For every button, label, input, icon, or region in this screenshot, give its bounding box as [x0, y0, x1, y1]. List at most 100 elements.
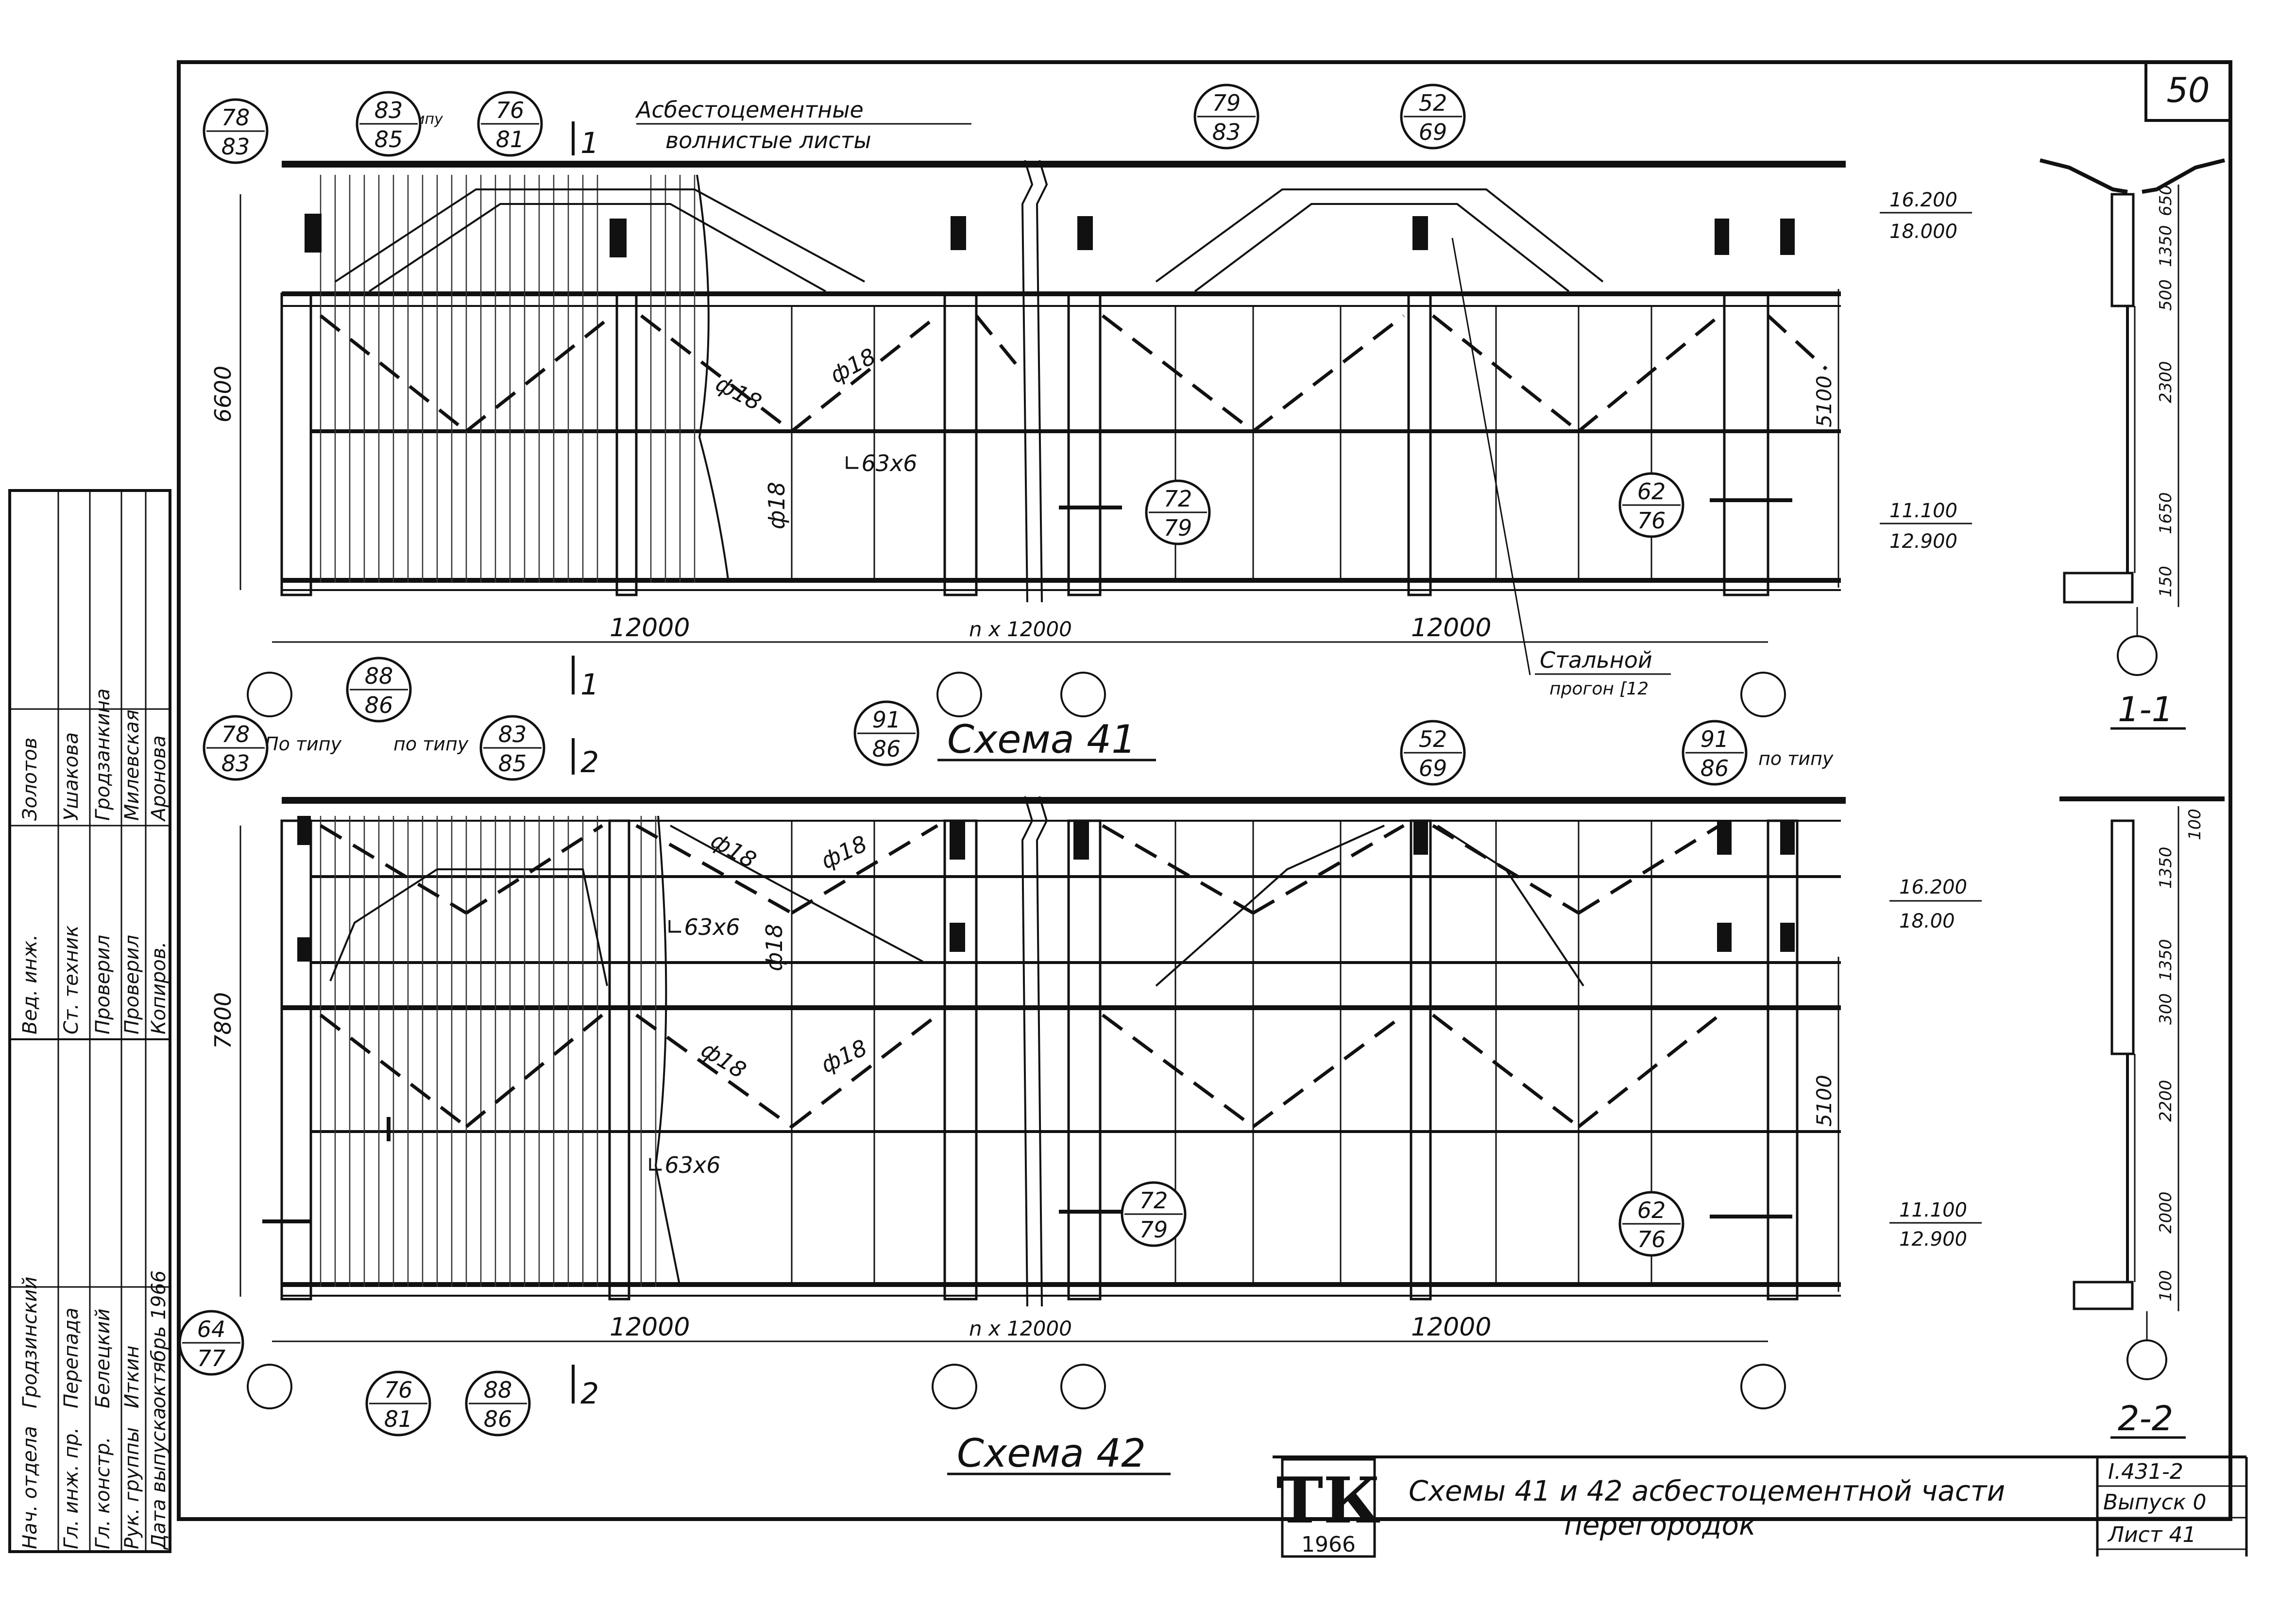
- stamp-name-9: Милевская: [121, 710, 143, 821]
- s41-callout-2-bottom: 85: [374, 126, 403, 152]
- sheet-no: Лист 41: [2107, 1522, 2196, 1547]
- section11-dim-3: 500: [2156, 279, 2176, 311]
- title-line-1: Схемы 41 и 42 асбестоцементной части: [1409, 1474, 2005, 1507]
- stamp-role-5: Дата выпуска: [148, 1407, 170, 1550]
- schema42-po-tipu-a: По типу: [265, 733, 342, 755]
- section11-dim-6: 150: [2156, 566, 2176, 597]
- schema41-sheets-label-1: Асбестоцементные: [635, 97, 864, 123]
- section22-dim-2: 1350: [2156, 846, 2176, 889]
- schema41-right-height: 5100: [1812, 375, 1836, 427]
- s42-callout-6-top: 72: [1139, 1187, 1168, 1214]
- section22-label: 2-2: [2118, 1399, 2173, 1438]
- s41-callout-3-top: 76: [496, 97, 525, 123]
- stamp-role-10: Копиров.: [148, 942, 170, 1034]
- s41-callout-8-bottom: 86: [365, 692, 393, 718]
- s42-callout-10-bottom: 86: [484, 1406, 512, 1432]
- schema41-purlin-2: прогон [12: [1549, 679, 1649, 699]
- schema42-angle-a: ∟63х6: [665, 914, 740, 940]
- stamp-name-3: Белецкий: [92, 1308, 114, 1408]
- stamp-role-7: Ст. техник: [60, 925, 83, 1034]
- section-2-2: 100 1350 1350 300 2200 2000 100 2-2: [2059, 796, 2225, 1439]
- schema42-rod-a: ф18: [707, 827, 761, 874]
- schema42-angle-b: ∟63х6: [646, 1152, 721, 1178]
- schema41-level-top-b: 18.000: [1889, 220, 1957, 243]
- logo-text: ТК: [1276, 1463, 1381, 1538]
- s41-callout-6-top: 72: [1164, 486, 1192, 512]
- s42-callout-5-top: 91: [1701, 726, 1729, 752]
- schema-42: 7800 12000 n x 12000 12000 5100 16.200 1…: [178, 700, 1982, 1476]
- schema42-po-tipu-b: по типу: [393, 733, 469, 755]
- schema42-rod-d: ф18: [697, 1036, 751, 1084]
- s41-callout-1-bottom: 83: [221, 134, 250, 160]
- schema42-section-mark-bottom: 2: [580, 1377, 599, 1411]
- s42-callout-7-bottom: 76: [1637, 1226, 1666, 1252]
- schema42-level-top-b: 18.00: [1899, 910, 1955, 932]
- section22-dim-7: 100: [2156, 1270, 2176, 1302]
- s41-callout-6-bottom: 79: [1164, 515, 1192, 541]
- schema42-title: Схема 42: [957, 1431, 1146, 1476]
- s42-callout-2-top: 83: [498, 721, 527, 747]
- s41-callout-1-top: 78: [221, 104, 250, 131]
- stamp-role-4: Рук. группы: [121, 1427, 143, 1549]
- s42-callout-9-bottom: 81: [384, 1406, 413, 1432]
- issue: Выпуск 0: [2103, 1490, 2206, 1515]
- s41-callout-5-bottom: 69: [1419, 119, 1447, 145]
- stamp-role-9: Проверил: [121, 935, 143, 1034]
- schema41-level-top-a: 16.200: [1889, 189, 1957, 211]
- schema-41: 6600 12000 n x 12000 12000 5100 16.200 1…: [203, 84, 1972, 762]
- schema41-level-mid-b: 12.900: [1889, 530, 1957, 553]
- section11-label: 1-1: [2118, 690, 2173, 729]
- s41-callout-4-bottom: 83: [1212, 119, 1241, 145]
- schema41-height: 6600: [210, 366, 236, 423]
- schema42-right-height: 5100: [1812, 1075, 1836, 1127]
- stamp-name-4: Иткин: [121, 1345, 143, 1408]
- section22-dim-4: 300: [2156, 993, 2176, 1025]
- stamp-role-1: Нач. отдела: [19, 1426, 41, 1549]
- schema42-section-mark-top: 2: [580, 745, 599, 779]
- title-block: ТК 1966 Схемы 41 и 42 асбестоцементной ч…: [1273, 1455, 2248, 1558]
- schema42-height: 7800: [210, 992, 236, 1049]
- stamp-name-10: Аронова: [148, 735, 170, 822]
- schema42-rod-b: ф18: [817, 830, 871, 874]
- section22-dim-1: 100: [2185, 809, 2205, 840]
- section11-dim-5: 1650: [2156, 492, 2176, 534]
- approval-stamp: Нач. отдела Гродзинский Гл. инж. пр. Пер…: [8, 489, 171, 1553]
- s42-callout-3-bottom: 86: [872, 736, 901, 762]
- s42-callout-4-top: 52: [1419, 726, 1447, 752]
- stamp-name-7: Ушакова: [60, 732, 83, 821]
- s41-callout-3-bottom: 81: [496, 126, 525, 152]
- s42-callout-4-bottom: 69: [1419, 755, 1447, 781]
- s41-callout-5-top: 52: [1419, 90, 1447, 116]
- logo-year: 1966: [1301, 1532, 1356, 1557]
- stamp-role-8: Проверил: [92, 935, 114, 1034]
- s42-callout-6-bottom: 79: [1139, 1217, 1168, 1243]
- s41-callout-8-top: 88: [365, 663, 393, 689]
- s42-callout-1-bottom: 83: [221, 750, 250, 777]
- schema42-level-top-a: 16.200: [1899, 876, 1967, 898]
- schema41-angle: ∟63х6: [843, 450, 918, 476]
- s42-callout-2-bottom: 85: [498, 750, 527, 777]
- stamp-role-2: Гл. инж. пр.: [60, 1427, 83, 1549]
- schema41-section-mark-bottom: 1: [580, 668, 599, 702]
- schema41-level-mid-a: 11.100: [1889, 500, 1957, 522]
- schema41-section-mark-top: 1: [580, 126, 599, 160]
- schema42-callouts: [178, 700, 1748, 1437]
- s41-callout-2-top: 83: [374, 97, 403, 123]
- schema42-level-mid-b: 12.900: [1899, 1228, 1967, 1251]
- stamp-role-6: Вед. инж.: [19, 934, 41, 1034]
- s42-callout-10-top: 88: [484, 1377, 512, 1403]
- schema41-purlin-1: Стальной: [1540, 647, 1652, 673]
- section11-dim-1: 650: [2156, 185, 2176, 216]
- schema41-rod-c: ф18: [764, 482, 790, 529]
- s42-callout-1-top: 78: [221, 721, 250, 747]
- s42-callout-5-bottom: 86: [1701, 755, 1729, 781]
- s42-callout-8-top: 64: [197, 1316, 226, 1342]
- section22-dim-3: 1350: [2156, 939, 2176, 981]
- stamp-name-6: Золотов: [19, 737, 41, 821]
- page-number: 50: [2166, 70, 2210, 110]
- s42-callout-7-top: 62: [1637, 1197, 1666, 1223]
- s41-callout-7-bottom: 76: [1637, 507, 1666, 534]
- schema41-bay-left: 12000: [610, 613, 690, 643]
- s42-callout-9-top: 76: [384, 1377, 413, 1403]
